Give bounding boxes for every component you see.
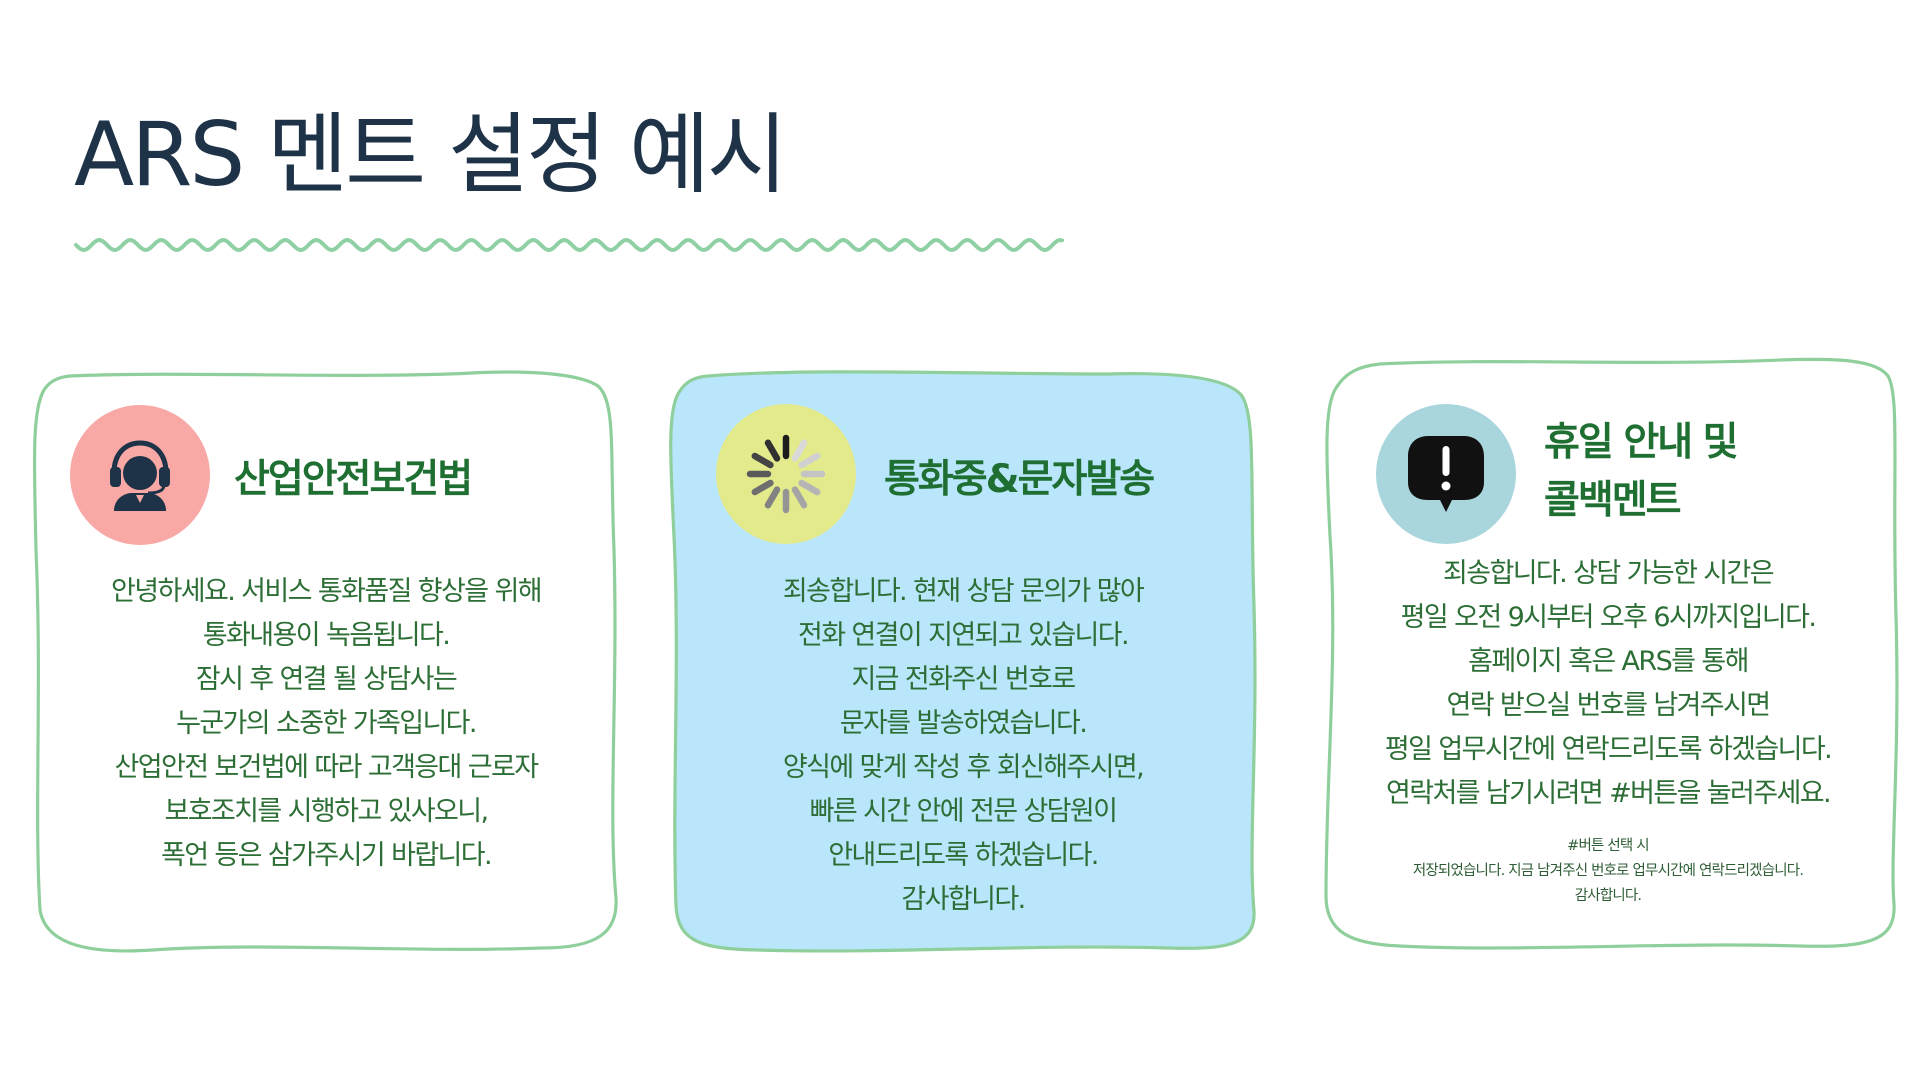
note-line: #버튼 선택 시 bbox=[1567, 838, 1649, 854]
body-line: 연락처를 남기시려면 #버튼을 눌러주세요. bbox=[1385, 778, 1832, 809]
page-title: ARS 멘트 설정 예시 bbox=[74, 103, 788, 206]
card-icon bbox=[1376, 404, 1516, 544]
body-line: 감사합니다. bbox=[901, 884, 1026, 915]
body-line: 보호조치를 시행하고 있사오니, bbox=[164, 796, 489, 827]
card-icon bbox=[70, 405, 210, 545]
body-line: 누군가의 소중한 가족입니다. bbox=[176, 708, 477, 739]
card-heading: 산업안전보건법 bbox=[234, 457, 473, 502]
body-line: 안녕하세요. 서비스 통화품질 향상을 위해 bbox=[111, 576, 543, 607]
spinner-spoke bbox=[751, 452, 774, 469]
spinner-spoke bbox=[791, 486, 808, 509]
card-body-text: 죄송합니다. 현재 상담 문의가 많아 전화 연결이 지연되고 있습니다. 지금… bbox=[668, 570, 1258, 922]
body-line: 잠시 후 연결 될 상담사는 bbox=[195, 664, 458, 695]
body-line: 죄송합니다. 현재 상담 문의가 많아 bbox=[782, 576, 1145, 607]
card-holiday-callback: 휴일 안내 및 콜백멘트 죄송합니다. 상담 가능한 시간은 평일 오전 9시부… bbox=[1320, 356, 1899, 952]
card-note-text: #버튼 선택 시 저장되었습니다. 지금 남겨주신 번호로 업무시간에 연락드리… bbox=[1320, 834, 1896, 909]
card-heading: 휴일 안내 및 콜백멘트 bbox=[1544, 414, 1739, 530]
loading-spinner-icon bbox=[746, 434, 826, 514]
body-line: 평일 업무시간에 연락드리도록 하겠습니다. bbox=[1384, 734, 1833, 765]
card-body-text: 죄송합니다. 상담 가능한 시간은 평일 오전 9시부터 오후 6시까지입니다.… bbox=[1320, 552, 1896, 816]
body-line: 연락 받으실 번호를 남겨주시면 bbox=[1446, 690, 1771, 721]
note-line: 감사합니다. bbox=[1574, 888, 1642, 904]
body-line: 통화내용이 녹음됩니다. bbox=[202, 620, 451, 651]
spinner-spoke bbox=[751, 479, 774, 496]
body-line: 양식에 맞게 작성 후 회신해주시면, bbox=[782, 752, 1145, 783]
card-occupational-safety: 산업안전보건법 안녕하세요. 서비스 통화품질 향상을 위해 통화내용이 녹음됩… bbox=[32, 370, 620, 953]
body-line: 지금 전화주신 번호로 bbox=[851, 664, 1076, 695]
spinner-spoke bbox=[764, 486, 781, 509]
body-line: 문자를 발송하였습니다. bbox=[839, 708, 1088, 739]
spinner-spoke bbox=[798, 452, 821, 469]
note-line: 저장되었습니다. 지금 남겨주신 번호로 업무시간에 연락드리겠습니다. bbox=[1412, 863, 1804, 879]
headset-agent-icon bbox=[110, 440, 170, 511]
alert-speech-bubble-icon bbox=[1408, 436, 1484, 512]
card-heading: 통화중&문자발송 bbox=[884, 457, 1155, 502]
card-icon bbox=[716, 404, 856, 544]
body-line: 죄송합니다. 상담 가능한 시간은 bbox=[1442, 558, 1775, 589]
card-busy-sms: 통화중&문자발송 죄송합니다. 현재 상담 문의가 많아 전화 연결이 지연되고… bbox=[668, 366, 1258, 954]
body-line: 안내드리도록 하겠습니다. bbox=[828, 840, 1099, 871]
spinner-spoke bbox=[764, 439, 781, 462]
spinner-spoke bbox=[798, 479, 821, 496]
card-heading-line: 휴일 안내 및 bbox=[1544, 420, 1739, 465]
card-body-text: 안녕하세요. 서비스 통화품질 향상을 위해 통화내용이 녹음됩니다. 잠시 후… bbox=[32, 570, 620, 878]
body-line: 폭언 등은 삼가주시기 바랍니다. bbox=[160, 840, 493, 871]
wavy-divider bbox=[74, 237, 1064, 253]
card-heading-line: 콜백멘트 bbox=[1544, 478, 1682, 523]
body-line: 빠른 시간 안에 전문 상담원이 bbox=[809, 796, 1118, 827]
body-line: 홈페이지 혹은 ARS를 통해 bbox=[1468, 646, 1749, 677]
body-line: 평일 오전 9시부터 오후 6시까지입니다. bbox=[1400, 602, 1817, 633]
body-line: 산업안전 보건법에 따라 고객응대 근로자 bbox=[114, 752, 539, 783]
spinner-spoke bbox=[791, 439, 808, 462]
body-line: 전화 연결이 지연되고 있습니다. bbox=[797, 620, 1130, 651]
